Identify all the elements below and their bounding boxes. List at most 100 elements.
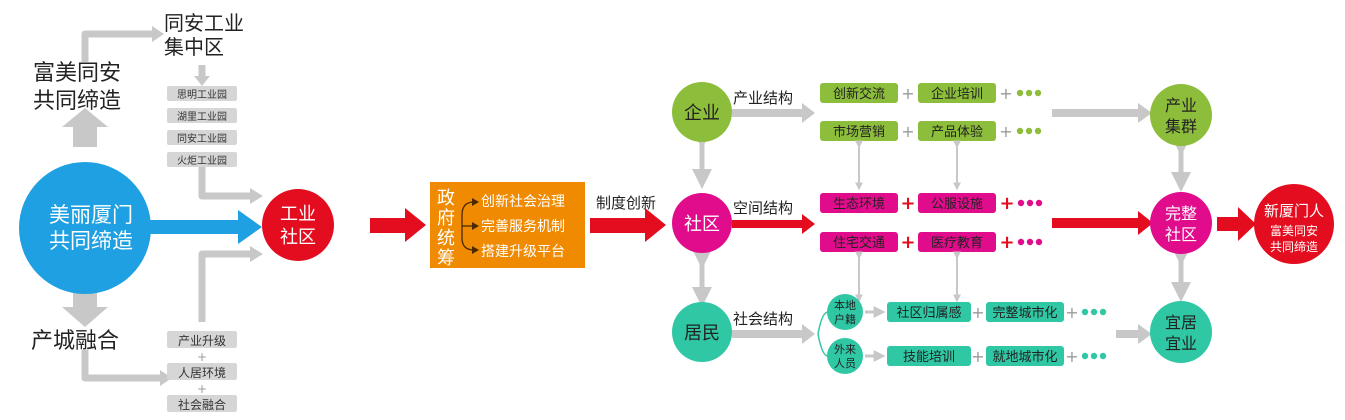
grid-vertical-arrows <box>855 140 961 303</box>
social-dot <box>1099 352 1107 360</box>
brace-arrow-top <box>472 198 479 206</box>
red-arrow-1 <box>370 218 408 233</box>
industry-plus: + <box>901 84 914 103</box>
space-dot <box>1026 238 1034 246</box>
livable-line2: 宜业 <box>1165 334 1197 353</box>
red-arrow-2-head <box>645 208 666 242</box>
main-circle-line2: 共同缔造 <box>49 229 133 253</box>
park-label: 湖里工业园 <box>177 111 227 123</box>
top-source-line2: 集中区 <box>164 35 224 59</box>
main-circle <box>19 162 151 294</box>
social-box <box>986 302 1064 322</box>
government-char: 政 <box>437 188 455 209</box>
to-cluster-arrow-head <box>1138 103 1152 123</box>
industry-box-label: 产品体验 <box>931 124 983 140</box>
bottom-item-box <box>167 395 237 412</box>
red-arrow-2 <box>590 218 648 233</box>
community-circle <box>672 193 732 253</box>
livable-circle <box>1150 301 1212 363</box>
park-box <box>167 86 237 101</box>
government-item: 搭建升级平台 <box>481 244 565 260</box>
park-box <box>167 152 237 167</box>
institution-label: 制度创新 <box>596 194 656 212</box>
park-list: 思明工业园 湖里工业园 同安工业园 火炬工业园 <box>167 86 237 167</box>
space-plus: + <box>999 232 1014 253</box>
social-plus: + <box>971 303 984 322</box>
to-livable-arrow <box>1116 330 1140 338</box>
brace-arrow-bottom <box>472 246 479 254</box>
complete-community-line2: 社区 <box>1165 225 1197 244</box>
bottom-item-label: 人居环境 <box>178 365 226 380</box>
industrial-community-circle <box>262 189 334 261</box>
space-plus: + <box>900 232 915 253</box>
industrial-community-line2: 社区 <box>280 227 316 248</box>
social-dot <box>1081 352 1089 360</box>
top-source-line1: 同安工业 <box>164 11 244 35</box>
blue-arrow-head <box>238 210 262 244</box>
industry-plus: + <box>901 122 914 141</box>
government-item: 创新社会治理 <box>481 194 565 210</box>
social-arrow <box>732 330 804 338</box>
space-structure-label: 空间结构 <box>733 199 793 217</box>
industry-arrow <box>732 109 804 117</box>
industry-plus: + <box>999 84 1012 103</box>
to-livable-arrow-head <box>1138 324 1152 344</box>
social-box <box>887 346 971 366</box>
social-box-label: 就地城市化 <box>992 349 1057 365</box>
bottom-item-label: 产业升级 <box>178 334 226 348</box>
social-dot <box>1081 308 1089 316</box>
bottom-label: 产城融合 <box>31 329 119 354</box>
left-connectors <box>81 30 250 382</box>
migrant-line2: 人员 <box>834 357 856 370</box>
industry-dot <box>1034 127 1042 135</box>
space-box-label: 住宅交通 <box>833 235 885 251</box>
government-item: 完善服务机制 <box>481 219 565 235</box>
industry-box-label: 企业培训 <box>931 86 983 102</box>
industry-box-label: 市场营销 <box>833 124 885 140</box>
space-dot <box>1017 199 1025 207</box>
space-arrow <box>732 220 804 228</box>
complete-community-circle <box>1150 192 1212 254</box>
industry-dot <box>1016 89 1024 97</box>
space-box-label: 公服设施 <box>931 197 983 212</box>
park-label: 火炬工业园 <box>177 154 227 167</box>
industry-box <box>820 83 898 103</box>
bottom-item-box <box>167 363 237 380</box>
social-arrow-head <box>802 324 815 344</box>
space-boxes: 生态环境 + 公服设施 + 住宅交通 + 医疗教育 + <box>820 193 1043 253</box>
local-line1: 本地 <box>834 298 856 312</box>
park-label: 思明工业园 <box>177 89 227 101</box>
space-dot <box>1035 238 1043 246</box>
park-box <box>167 108 237 123</box>
industry-dot <box>1025 89 1033 97</box>
space-plus: + <box>900 193 915 214</box>
enterprise-label: 企业 <box>684 103 720 124</box>
livable-line1: 宜居 <box>1165 313 1197 332</box>
bottom-item-box <box>167 331 237 348</box>
cluster-line2: 集群 <box>1165 117 1197 136</box>
residents-circle <box>672 302 732 362</box>
industry-dot <box>1016 127 1024 135</box>
space-dot <box>1017 238 1025 246</box>
industry-box <box>918 121 996 141</box>
social-box <box>986 346 1064 366</box>
main-circle-line1: 美丽厦门 <box>49 203 133 227</box>
space-box <box>820 232 898 252</box>
residents-label: 居民 <box>684 323 720 344</box>
bottom-plus: + <box>197 382 207 396</box>
left-arrow-heads <box>62 26 263 386</box>
top-label-line1: 富美同安 <box>33 61 121 86</box>
social-fork <box>817 311 829 357</box>
final-line2: 富美同安 <box>1270 223 1318 238</box>
industry-box <box>918 83 996 103</box>
space-dot <box>1035 199 1043 207</box>
community-label: 社区 <box>684 214 720 235</box>
social-box-label: 完整城市化 <box>992 305 1057 321</box>
government-vertical: 政 府 统 筹 <box>437 188 455 269</box>
migrant-line1: 外来 <box>834 343 856 356</box>
social-dot <box>1099 308 1107 316</box>
industry-dot <box>1025 127 1033 135</box>
local-circle <box>827 294 863 330</box>
government-char: 府 <box>437 208 455 229</box>
